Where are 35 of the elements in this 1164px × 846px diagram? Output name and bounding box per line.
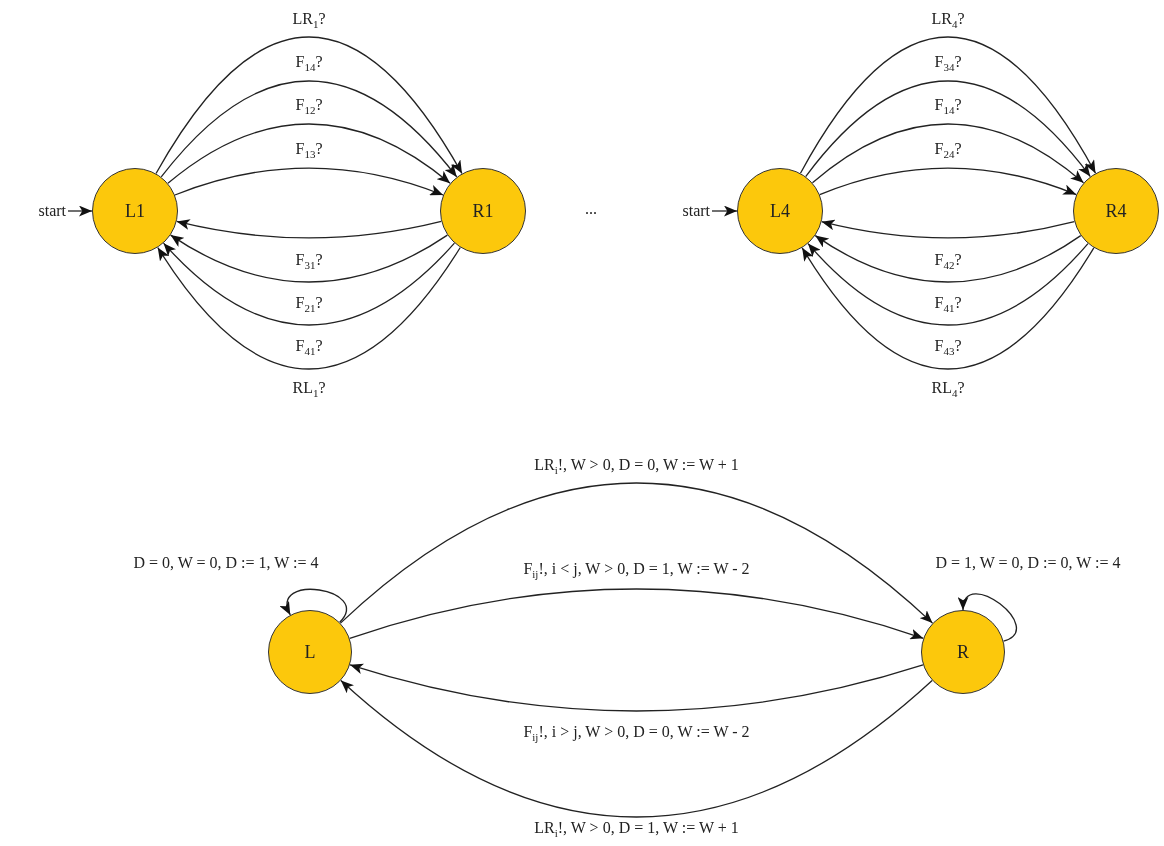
transition-arrow [814,234,1082,283]
transition-arrow [176,219,442,239]
transition-arrow [174,167,444,196]
state-circle: R1 [440,168,526,254]
state-circle: L [268,610,352,694]
transition-arrow [281,588,347,623]
state-circle: L1 [92,168,178,254]
transition-arrow [349,588,924,640]
transition-arrow [162,242,456,326]
start-label: start [650,200,710,222]
transition-arrow [340,679,933,818]
state-circle: R [921,610,1005,694]
transition-arrow [339,482,934,624]
state-circle: R4 [1073,168,1159,254]
transition-arrow [167,123,451,184]
edge-label: D = 0, W = 0, D := 1, W := 4 [131,554,321,572]
state-circle: L4 [737,168,823,254]
transition-arrow [805,80,1091,178]
transition-arrow [811,123,1085,184]
transition-arrow [157,246,461,370]
transition-arrow [959,593,1017,642]
transition-arrow [169,234,449,283]
transition-arrow [819,167,1077,196]
transition-arrow [821,219,1075,239]
ellipsis-text: ... [585,200,597,218]
transition-arrow [67,205,93,217]
transition-arrow [349,663,924,712]
transition-arrow [801,247,1095,370]
start-label: start [6,200,66,222]
transition-arrow [155,36,463,175]
transition-arrow [807,242,1089,326]
edge-label: D = 1, W = 0, D := 0, W := 4 [933,554,1123,572]
transition-arrow [799,36,1097,174]
transition-arrow [711,205,738,217]
transition-arrow [160,80,458,178]
